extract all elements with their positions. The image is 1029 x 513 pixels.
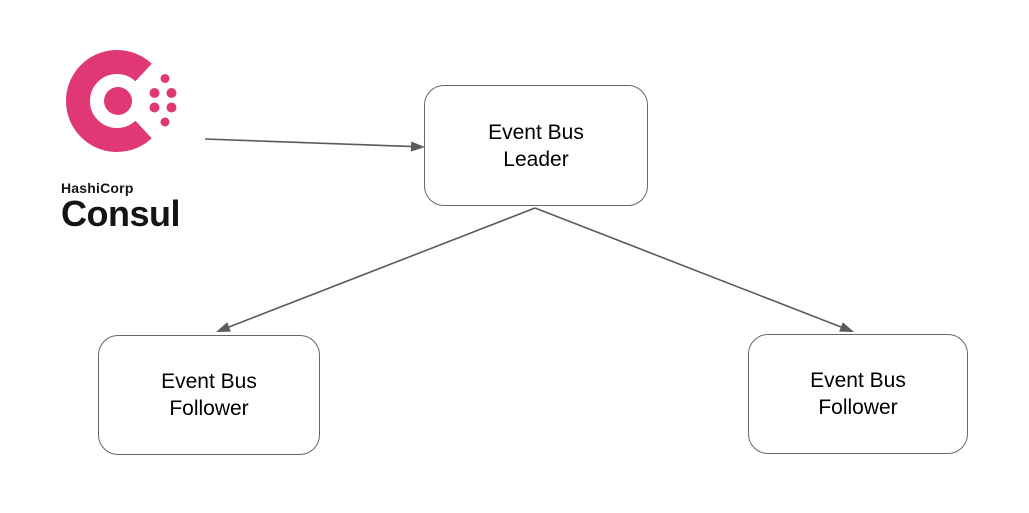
node-event-bus-leader: Event Bus Leader	[424, 85, 648, 206]
node-event-bus-follower-left: Event Bus Follower	[98, 335, 320, 455]
node-label-line1: Event Bus	[810, 369, 906, 392]
node-label-line1: Event Bus	[488, 120, 584, 144]
arrow-logo-to-leader	[204, 138, 425, 152]
logo-brand-text: HashiCorp	[61, 180, 134, 196]
node-label-line2: Follower	[818, 396, 898, 419]
arrow-leader-to-follower-left	[216, 207, 536, 332]
node-label-line2: Follower	[169, 397, 249, 420]
logo-product-text: Consul	[61, 193, 181, 234]
logo-wordmark: HashiCorp Consul	[61, 180, 181, 234]
consul-logo-icon	[66, 50, 177, 152]
node-label-line2: Leader	[503, 147, 569, 171]
node-event-bus-follower-right: Event Bus Follower	[748, 334, 968, 454]
arrow-leader-to-follower-right	[534, 207, 854, 332]
node-label-line1: Event Bus	[161, 370, 257, 393]
